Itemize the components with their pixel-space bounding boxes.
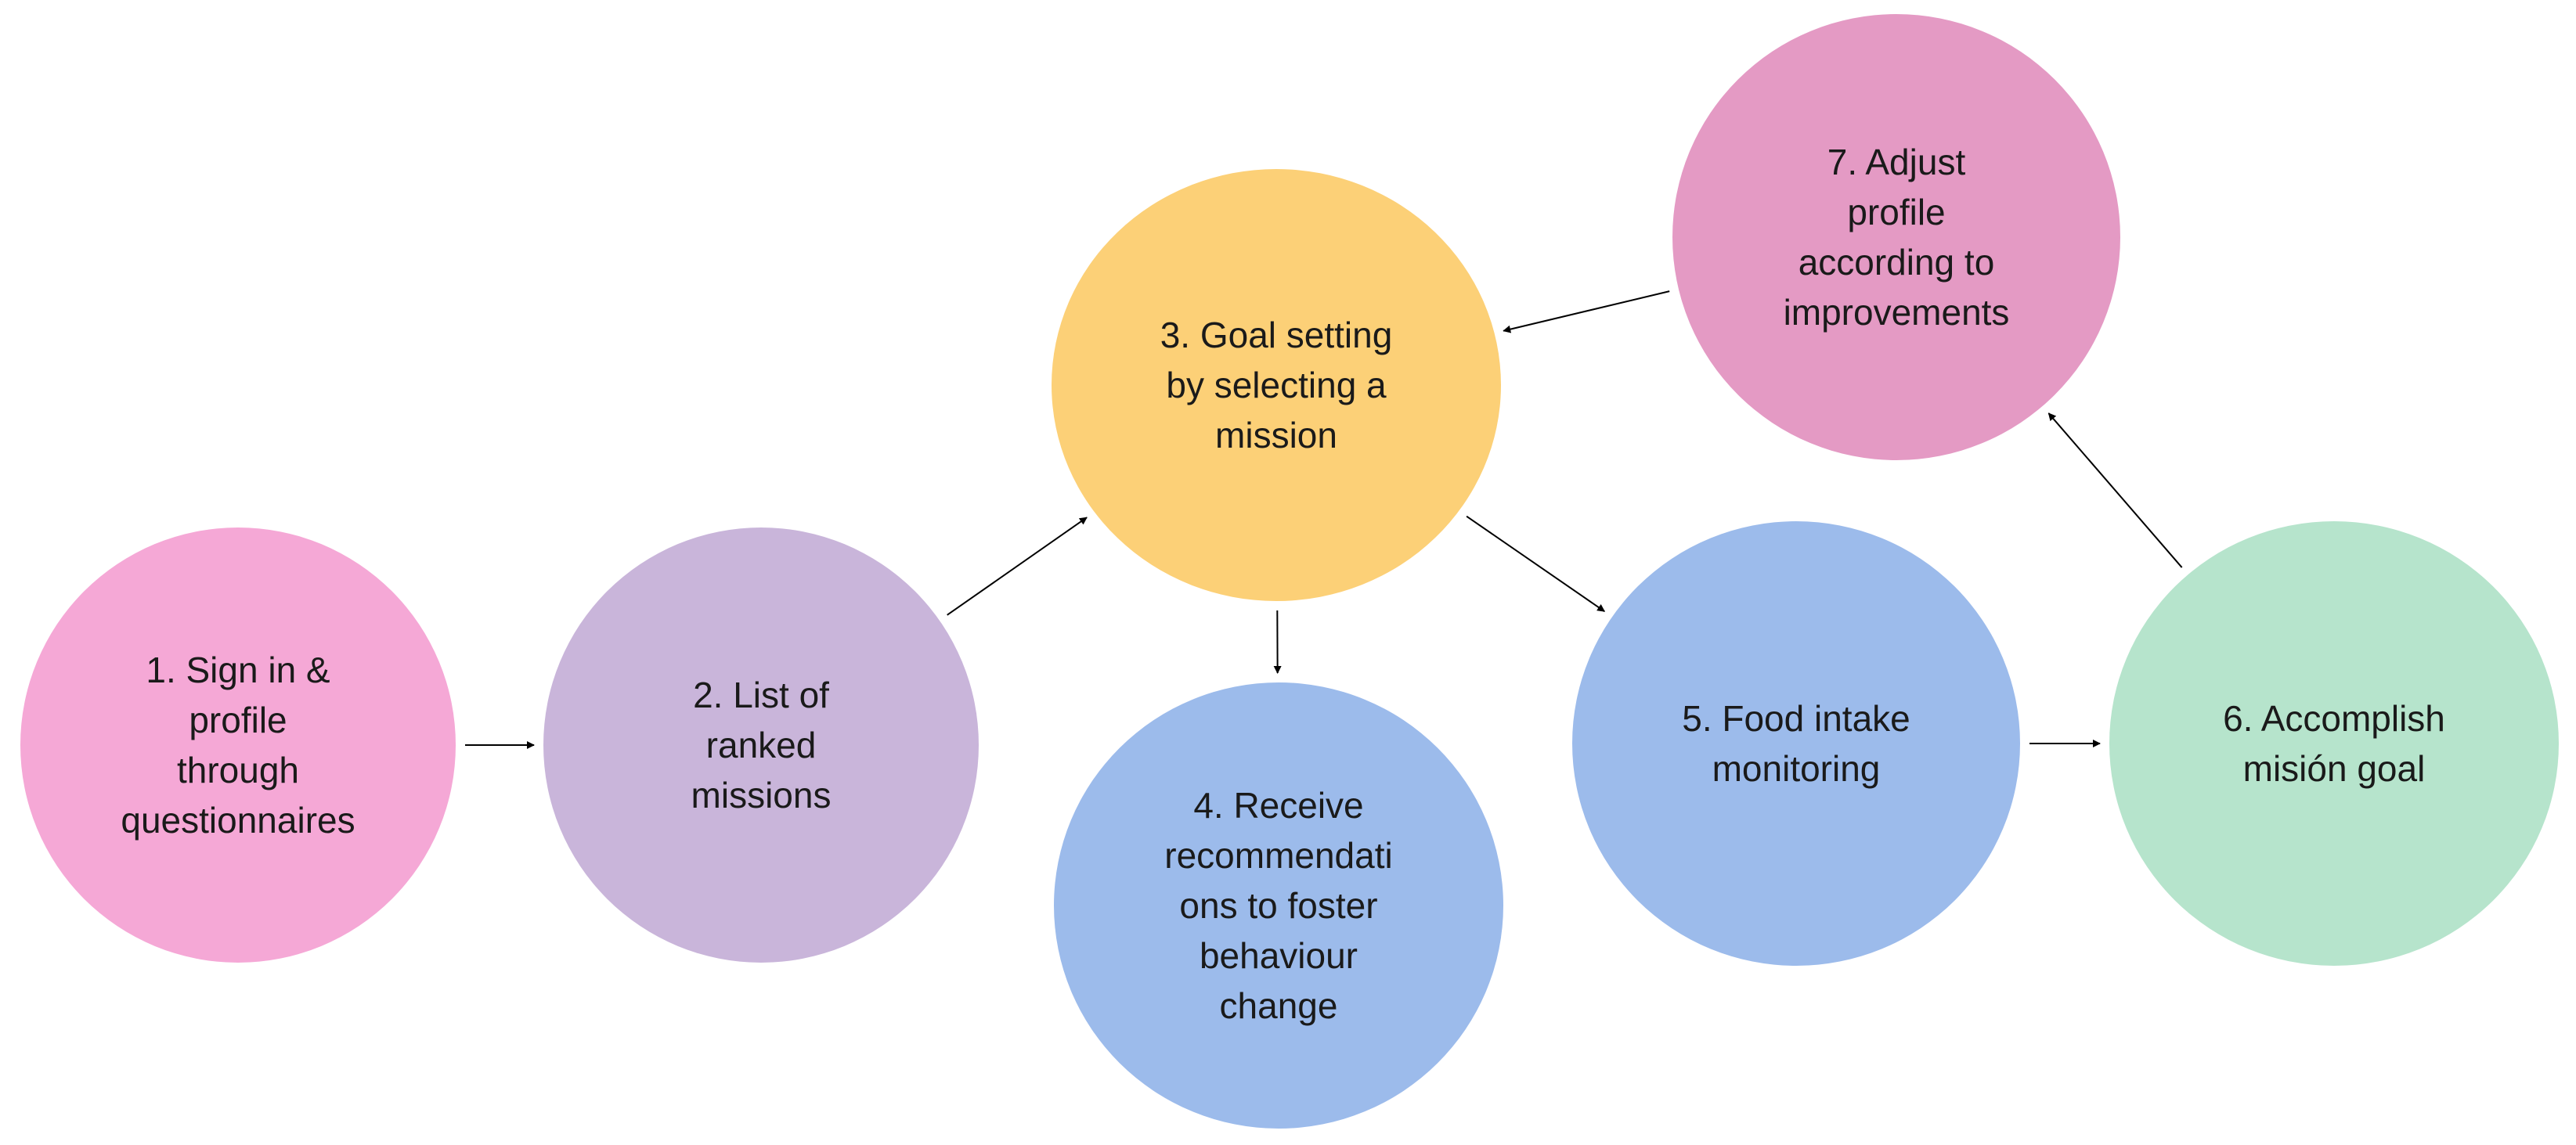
arrow-n3-to-n5: [1466, 515, 1606, 612]
step-5-node: 5. Food intake monitoring: [1572, 521, 2020, 966]
step-2-node: 2. List of ranked missions: [543, 527, 979, 963]
step-4-node: 4. Receive recommendati ons to foster be…: [1054, 682, 1503, 1129]
step-2-label: 2. List of ranked missions: [691, 675, 832, 816]
arrow-n7-to-n3: [1503, 290, 1670, 333]
step-6-label: 6. Accomplish misión goal: [2223, 698, 2445, 789]
step-1-label: 1. Sign in & profile through questionnai…: [121, 650, 355, 841]
step-7-label: 7. Adjust profile according to improveme…: [1783, 142, 2010, 333]
arrow-n6-to-n7: [2047, 412, 2183, 568]
step-7-node: 7. Adjust profile according to improveme…: [1672, 14, 2120, 460]
step-4-label: 4. Receive recommendati ons to foster be…: [1164, 785, 1393, 1026]
step-5-label: 5. Food intake monitoring: [1682, 698, 1910, 789]
step-1-node: 1. Sign in & profile through questionnai…: [20, 527, 456, 963]
step-6-node: 6. Accomplish misión goal: [2109, 521, 2559, 966]
step-3-node: 3. Goal setting by selecting a mission: [1052, 169, 1501, 601]
step-3-label: 3. Goal setting by selecting a mission: [1160, 315, 1393, 455]
arrow-n2-to-n3: [947, 517, 1088, 616]
